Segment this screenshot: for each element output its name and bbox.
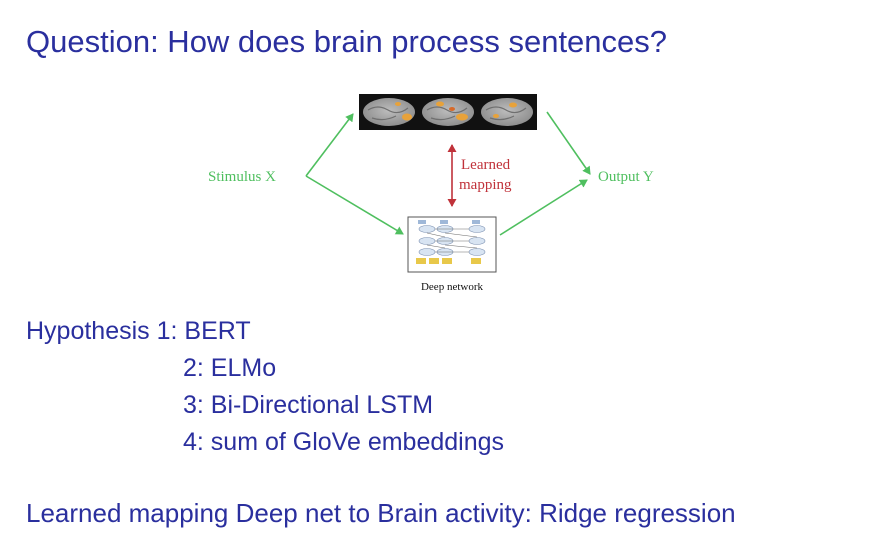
brain-image-2: [422, 98, 474, 126]
hypothesis-2: 2: ELMo: [183, 354, 277, 382]
hypothesis-3: 3: Bi-Directional LSTM: [183, 391, 434, 419]
brain-images: [359, 94, 537, 130]
deep-network-figure: [407, 216, 497, 273]
slide-title: Question: How does brain process sentenc…: [26, 24, 668, 59]
arrow-stimulus-to-network: [305, 175, 404, 235]
mapping-label-line1: Learned: [461, 157, 511, 173]
mapping-label-line2: mapping: [459, 177, 512, 193]
brain-image-3: [481, 98, 533, 126]
arrow-network-to-output: [499, 179, 588, 236]
arrow-brain-to-output: [546, 111, 591, 175]
brain-image-1: [363, 98, 415, 126]
hypothesis-1: Hypothesis 1: BERT: [26, 317, 251, 345]
footer-text: Learned mapping Deep net to Brain activi…: [26, 498, 736, 528]
output-label: Output Y: [598, 169, 654, 185]
hypothesis-4: 4: sum of GloVe embeddings: [183, 428, 505, 456]
brain-mapping-diagram: Stimulus X Output Y Learned mapping: [208, 94, 654, 293]
arrow-stimulus-to-brain: [305, 113, 354, 177]
flow-arrows: [305, 111, 591, 236]
stimulus-label: Stimulus X: [208, 169, 276, 185]
deep-network-caption: Deep network: [421, 281, 484, 293]
